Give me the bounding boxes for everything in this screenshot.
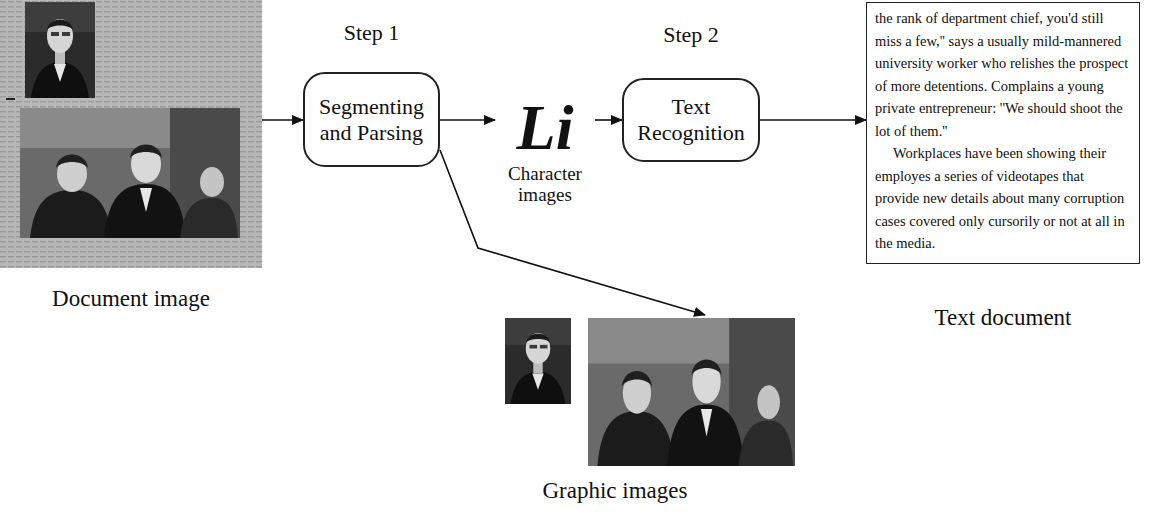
graphic-photo	[505, 318, 571, 404]
process-text: Segmenting and Parsing	[313, 94, 430, 146]
process-box: Step 2Text Recognition	[622, 78, 760, 162]
node-body: Text Recognition	[632, 94, 750, 146]
node-body: LiCharacter images	[495, 93, 595, 205]
process-text: Text Recognition	[632, 94, 750, 146]
graphic-images: Graphic images	[505, 315, 800, 470]
process-box: Step 1Segmenting and Parsing	[303, 72, 440, 167]
paragraph: the rank of department chief, you'd stil…	[875, 7, 1131, 142]
page-mark	[6, 98, 15, 100]
document-page	[0, 0, 262, 268]
paragraph: Workplaces have been showing their emplo…	[875, 142, 1131, 255]
page-photo	[25, 2, 95, 98]
node-label: Character images	[495, 163, 595, 205]
flow-arrow	[262, 119, 303, 121]
flow-arrow	[595, 119, 622, 121]
node-label: Graphic images	[505, 478, 725, 504]
character-glyphs: Li	[495, 93, 595, 163]
flow-arrow	[440, 150, 705, 315]
flow-arrow	[760, 119, 866, 121]
graphic-photo	[588, 318, 795, 466]
node-label: Text document	[867, 305, 1139, 331]
flow-arrow	[440, 119, 495, 121]
character-images: LiCharacter images	[495, 88, 595, 210]
document-image: Document image	[0, 0, 262, 268]
node-body: Segmenting and Parsing	[313, 94, 430, 146]
page-photo	[20, 108, 240, 238]
node-label: Document image	[0, 286, 262, 312]
step-label: Step 1	[305, 20, 438, 46]
text-document: Text documentthe rank of department chie…	[866, 2, 1140, 264]
step-label: Step 2	[624, 22, 758, 48]
node-body: the rank of department chief, you'd stil…	[875, 7, 1131, 255]
